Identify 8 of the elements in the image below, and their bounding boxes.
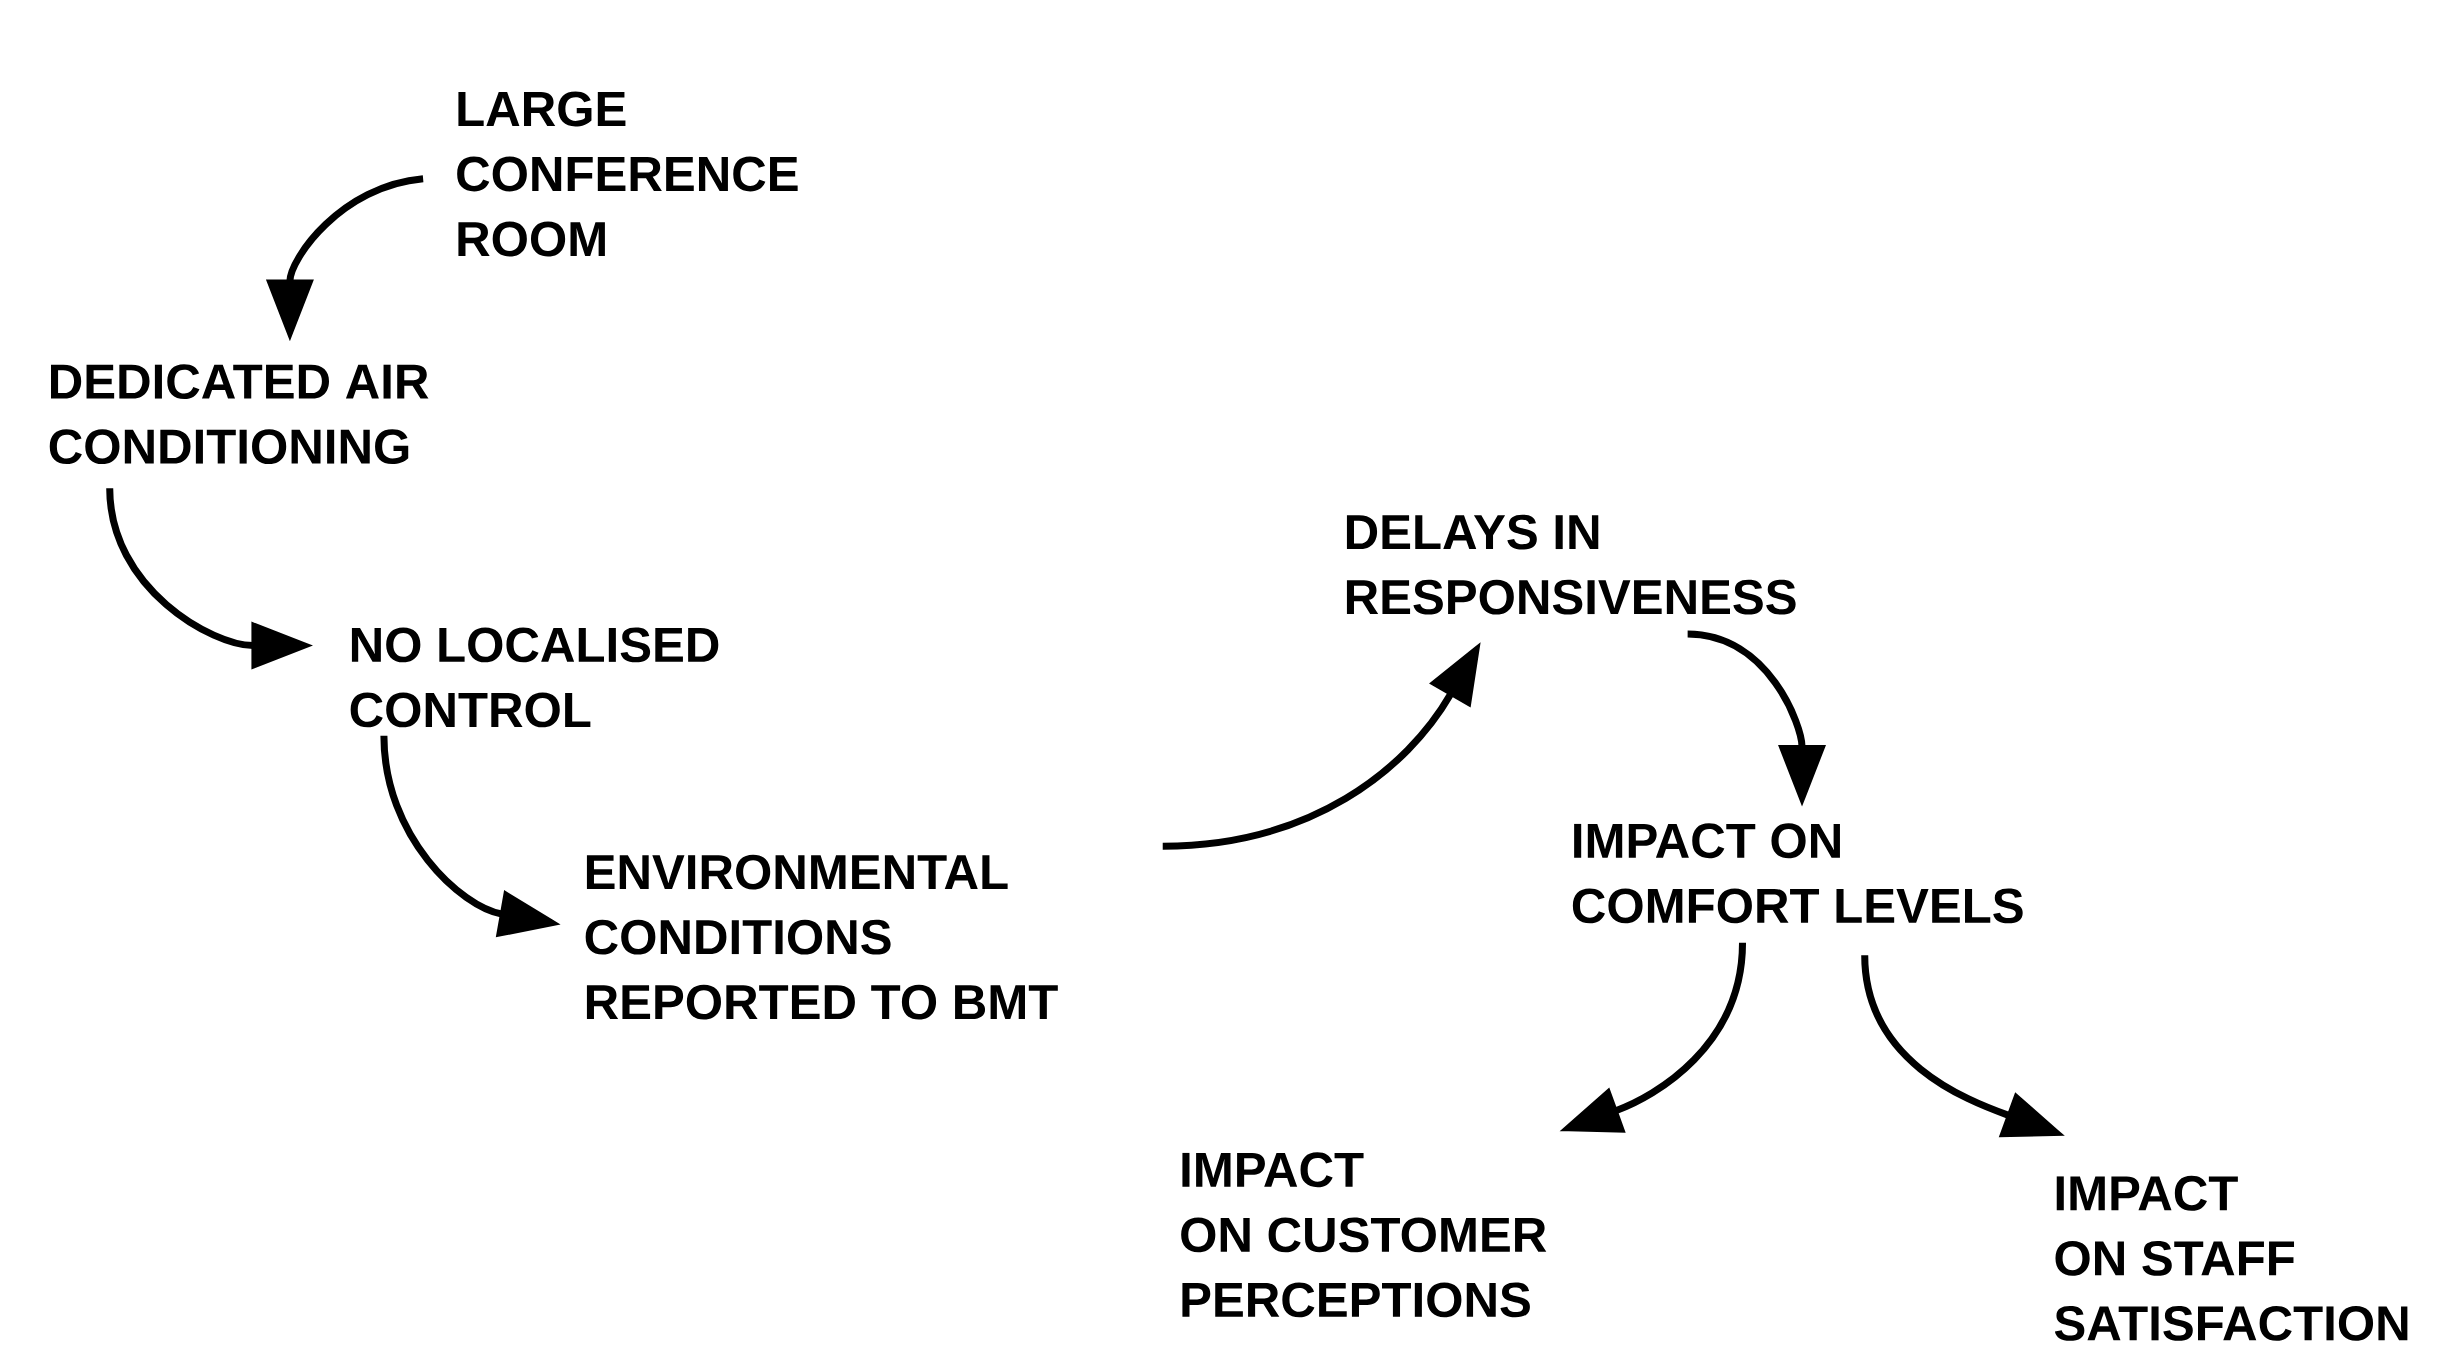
text-label: ENVIRONMENTAL CONDITIONS REPORTED TO BMT (585, 854, 1058, 1020)
text-label: IMPACT ON COMFORT LEVELS (1572, 823, 2023, 924)
text-label: NO LOCALISED CONTROL (350, 627, 719, 728)
text-label: IMPACT ON CUSTOMER PERCEPTIONS (1181, 1152, 1547, 1318)
text-label: LARGE CONFERENCE ROOM (457, 91, 798, 257)
text-label: DEDICATED AIR CONDITIONING (49, 364, 429, 465)
text-label: IMPACT ON STAFF SATISFACTION (2054, 1175, 2408, 1341)
text-label: DELAYS IN RESPONSIVENESS (1346, 514, 1796, 615)
